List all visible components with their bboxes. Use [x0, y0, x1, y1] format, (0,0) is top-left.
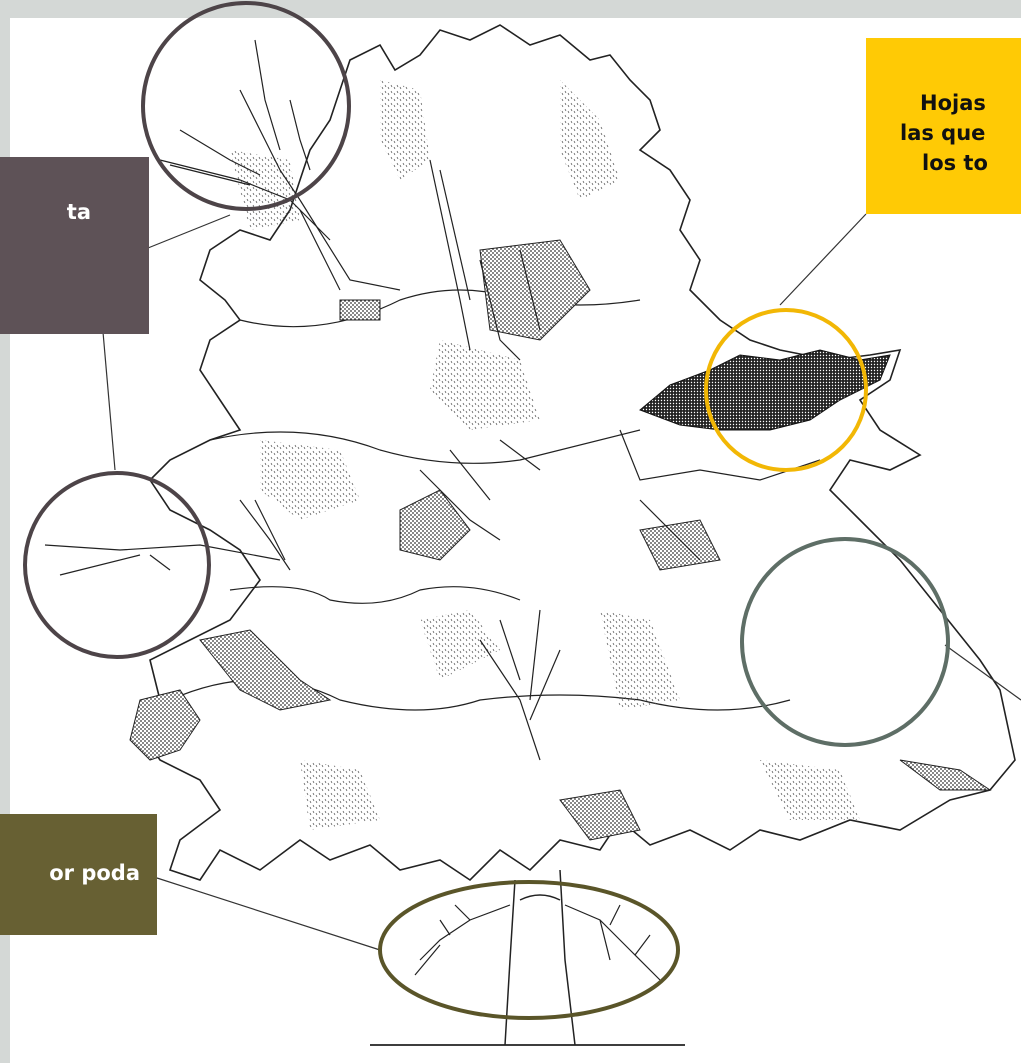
crown-contour-1: [209, 429, 641, 464]
shade-2: [560, 80, 620, 200]
highlight-circle-middle-left: [23, 471, 211, 659]
shade-6: [600, 610, 680, 710]
highlight-ellipse-trunk-base: [378, 880, 680, 1020]
label-top-right-line-2: las que: [900, 121, 986, 145]
dotted-patch-2: [129, 689, 201, 761]
shade-3: [430, 340, 540, 430]
label-top-left-text: ta: [66, 200, 91, 224]
crown-contour-5: [229, 586, 521, 604]
shade-5: [420, 610, 500, 680]
crown-contour-4: [619, 429, 821, 481]
label-box-top-left: ta: [0, 157, 149, 334]
label-top-right-line-1: Hojas: [920, 91, 986, 115]
tree-crown-outline: [139, 24, 1016, 882]
label-top-right-line-3: los to: [922, 151, 988, 175]
dotted-patch-5: [339, 299, 381, 321]
dotted-patch-4: [399, 489, 471, 561]
trunk-sprouts: [414, 904, 661, 981]
connector-lines: [102, 213, 1021, 951]
shade-4: [260, 440, 360, 520]
dotted-patch-7: [559, 789, 641, 841]
dense-foliage-patch: [639, 349, 891, 431]
highlight-circle-right: [740, 537, 950, 747]
shade-1: [380, 80, 430, 180]
highlight-circle-yellow: [704, 308, 868, 472]
shade-8: [760, 760, 860, 820]
dotted-patch-1: [199, 629, 332, 711]
label-bottom-left-text: or poda: [49, 861, 140, 885]
dotted-patch-8: [639, 519, 721, 571]
twigs-middle-left: [44, 499, 291, 576]
twigs-top-left: [159, 39, 331, 241]
highlight-circle-top-left: [141, 1, 351, 211]
shade-7: [300, 760, 380, 830]
dotted-patch-6: [899, 759, 992, 791]
dotted-patch-3: [479, 239, 591, 341]
label-box-bottom-left: or poda: [0, 814, 157, 935]
crown-contour-3: [239, 289, 641, 328]
label-box-top-right: Hojas las que los to: [866, 38, 1021, 214]
